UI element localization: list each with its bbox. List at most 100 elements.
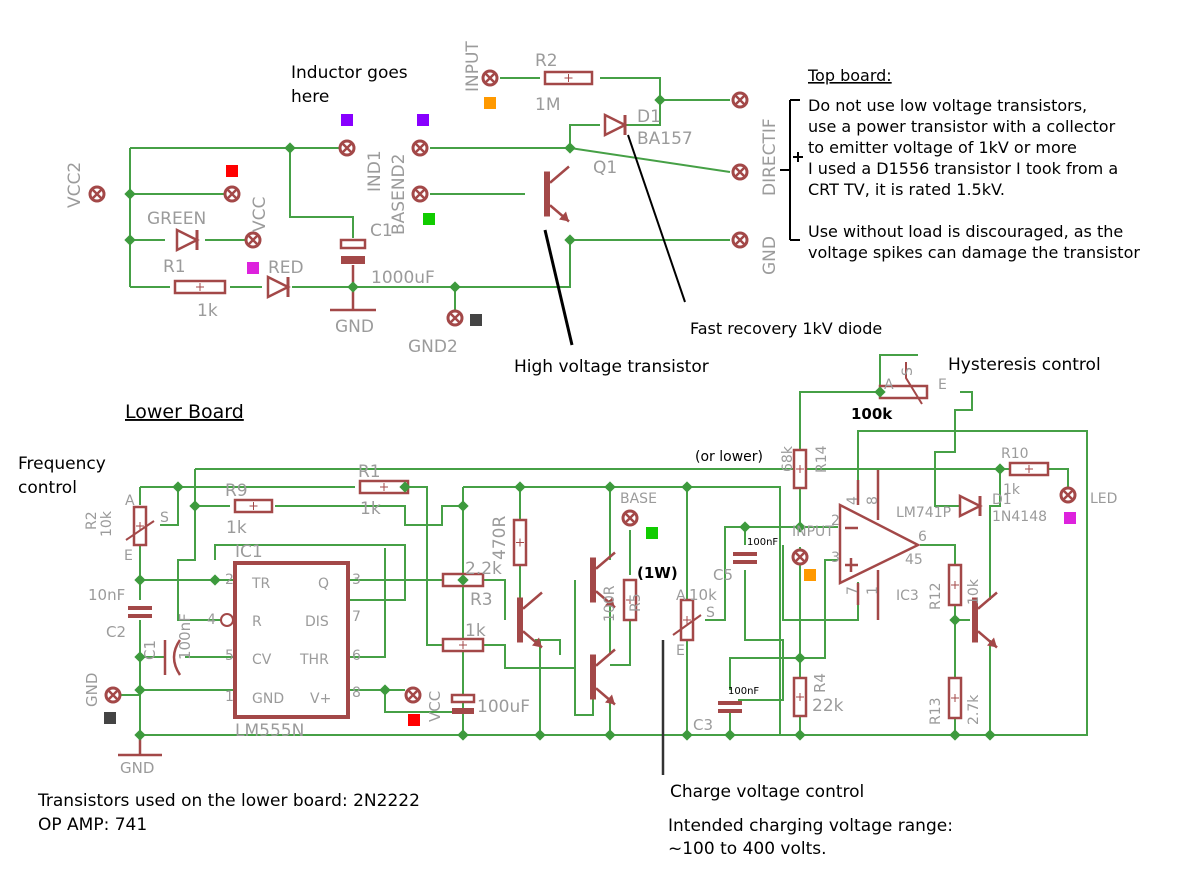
- vcc-pad-lower[interactable]: [404, 686, 422, 704]
- pointer-hv-transistor: [543, 229, 574, 346]
- label-ic1-type: LM555N: [235, 721, 304, 741]
- led-pad[interactable]: [1059, 486, 1077, 504]
- input-pad[interactable]: [481, 69, 499, 87]
- directif-pad-2[interactable]: [731, 163, 749, 181]
- bracket-plus-sign: [793, 152, 803, 162]
- label-r13: R13: [928, 697, 944, 725]
- notes-title: Top board:: [807, 66, 892, 85]
- label-r5: R5: [628, 593, 644, 612]
- diode-note: Fast recovery 1kV diode: [690, 319, 882, 338]
- label-100uf: 100uF: [477, 697, 530, 717]
- capacitor-c3: [718, 701, 742, 713]
- junction-dot: [134, 729, 146, 741]
- op-pin-8: 8: [865, 496, 881, 505]
- label-basend2: BASEND2: [389, 154, 409, 235]
- led-red: [266, 274, 291, 300]
- pin-cv: CV: [252, 652, 272, 668]
- opamp-note: OP AMP: 741: [38, 815, 147, 835]
- label-d1-value: BA157: [637, 129, 693, 149]
- label-d1: D1: [992, 492, 1012, 508]
- label-c1: C1: [370, 221, 393, 241]
- freq-note: Frequency: [18, 454, 106, 474]
- note-line: I used a D1556 transistor I took from a: [808, 159, 1118, 178]
- label-c1-value: 1000uF: [371, 268, 435, 288]
- note-line: voltage spikes can damage the transistor: [808, 243, 1140, 262]
- marker-green: [423, 213, 435, 225]
- label-r3: R3: [470, 590, 493, 610]
- gnd-pad[interactable]: [104, 686, 122, 704]
- pot-r2-frequency: [125, 505, 155, 547]
- gnd2-pad[interactable]: [446, 309, 464, 327]
- label-r1: R1: [163, 257, 186, 277]
- note-line: Use without load is discouraged, as the: [808, 222, 1123, 241]
- pot-a: A: [125, 493, 135, 509]
- resistor-r14: [792, 448, 808, 490]
- junction-dot: [172, 481, 184, 493]
- vcc2-pad[interactable]: [88, 185, 106, 203]
- vcc-pad[interactable]: [223, 185, 241, 203]
- resistor-r12: [947, 563, 963, 607]
- label-d1-value: 1N4148: [992, 509, 1047, 525]
- junction-dot: [604, 481, 616, 493]
- junction-dot: [379, 684, 391, 696]
- ind1-pad[interactable]: [338, 139, 356, 157]
- resistor-r10: [1008, 461, 1050, 477]
- pin-q: Q: [318, 576, 329, 592]
- note-line: Do not use low voltage transistors,: [808, 96, 1087, 115]
- label-gnd-out: GND: [760, 236, 780, 275]
- resistor-r1: [173, 279, 227, 295]
- components: [88, 69, 1077, 741]
- red-led-pad[interactable]: [244, 231, 262, 249]
- op-pin-6: 6: [918, 529, 927, 545]
- lower-board-title: Lower Board: [125, 401, 244, 423]
- junction-dot: [457, 574, 469, 586]
- label-c2: C2: [106, 623, 126, 641]
- capacitor-100uf: [450, 693, 476, 714]
- marker-orange: [804, 569, 816, 581]
- label-r9-value: 1k: [226, 518, 247, 538]
- capacitor-c1-lower: [163, 639, 182, 676]
- pot3-a: A: [884, 377, 894, 393]
- pin-4: 4: [207, 612, 216, 628]
- label-input: INPUT: [463, 41, 483, 92]
- label-green: GREEN: [147, 209, 206, 229]
- label-c3: C3: [693, 716, 713, 734]
- junction-dot: [347, 281, 359, 293]
- op-pin-3: 3: [831, 550, 840, 566]
- pin-3: 3: [352, 572, 361, 588]
- label-c3-value: 100nF: [728, 686, 759, 697]
- inductor-note: Inductor goes: [291, 63, 408, 83]
- op-pin-7: 7: [845, 586, 861, 595]
- label-ind1: IND1: [365, 150, 385, 192]
- pot2-e: E: [676, 643, 685, 659]
- pin-7: 7: [352, 609, 361, 625]
- junction-dot: [949, 614, 961, 626]
- junction-dot: [134, 574, 146, 586]
- directif-pad[interactable]: [731, 91, 749, 109]
- pointer-diode: [627, 134, 686, 303]
- marker-magenta: [247, 262, 259, 274]
- label-c5: C5: [713, 566, 733, 584]
- op-amp-pin-labels: 2 3 4 8 6 45 7 1: [831, 496, 927, 595]
- input-pad-lower[interactable]: [791, 548, 809, 566]
- label-r1-value: 1k: [360, 499, 381, 519]
- output-bracket: [780, 99, 800, 241]
- label-r10: R10: [1001, 446, 1029, 462]
- label-r3-value: 2.2k: [465, 559, 502, 579]
- marker-red: [408, 714, 420, 726]
- hysteresis-note: Hysteresis control: [948, 355, 1101, 375]
- pin-r: R: [252, 614, 262, 630]
- label-r10-value: 1k: [1003, 482, 1021, 498]
- label-r14-value: 68k: [780, 445, 796, 472]
- label-input: INPUT: [792, 524, 834, 540]
- charge-control-note: Charge voltage control: [670, 782, 864, 802]
- gnd-out-pad[interactable]: [731, 231, 749, 249]
- resistor-r5: [622, 578, 638, 622]
- label-lm741: LM741P: [896, 505, 951, 521]
- label-vcc: VCC: [250, 197, 270, 232]
- label-c5-value: 100nF: [747, 537, 778, 548]
- base-pad[interactable]: [621, 509, 639, 527]
- basend2-pad-1[interactable]: [411, 139, 429, 157]
- basend2-pad-2[interactable]: [411, 185, 429, 203]
